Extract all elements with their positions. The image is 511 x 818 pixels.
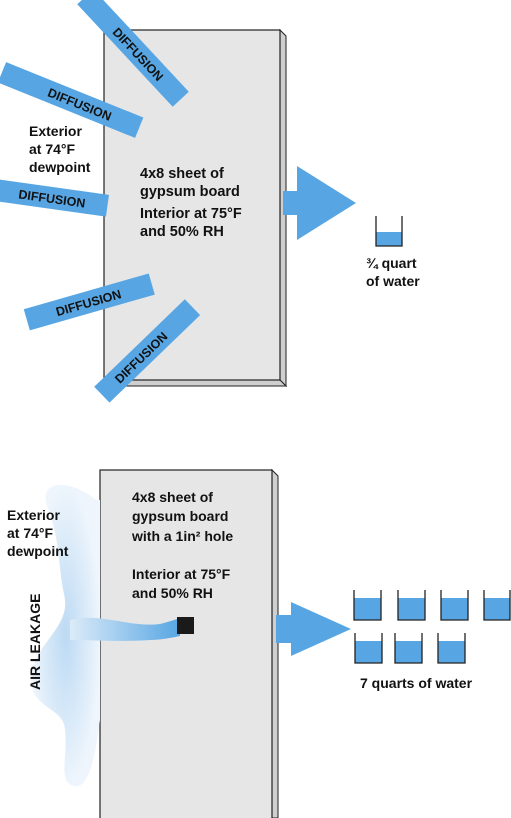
top-exterior-label: Exterior at 74°F dewpoint [29,123,91,175]
water-cup [397,590,426,621]
bottom-gypsum-panel [99,468,279,818]
svg-text:and 50% RH: and 50% RH [132,585,213,601]
diffusion-arrow: DIFFUSION [0,177,109,217]
svg-text:and 50% RH: and 50% RH [140,224,224,240]
water-cup [354,633,383,664]
bottom-output-arrow [276,602,351,656]
svg-text:with a 1in² hole: with a 1in² hole [131,528,233,544]
svg-text:Exterior: Exterior [7,507,60,523]
air-leakage-label: AIR LEAKAGE [27,594,43,690]
top-water-cup [375,216,403,247]
svg-text:Exterior: Exterior [29,123,82,139]
svg-text:¾ quart: ¾ quart [366,255,417,271]
svg-text:at 74°F: at 74°F [7,525,54,541]
svg-text:gypsum board: gypsum board [140,184,240,200]
top-water-label: ¾ quart of water [366,255,420,289]
svg-text:of water: of water [366,273,420,289]
top-output-arrow [283,166,356,240]
water-cup [440,590,469,621]
svg-text:Interior at 75°F: Interior at 75°F [132,566,231,582]
svg-text:at 74°F: at 74°F [29,141,76,157]
bottom-panel-text: 4x8 sheet of gypsum board with a 1in² ho… [131,489,233,601]
bottom-water-label: 7 quarts of water [360,675,473,691]
svg-text:dewpoint: dewpoint [29,159,91,175]
water-cup [483,590,511,621]
top-panel-text: 4x8 sheet of gypsum board Interior at 75… [140,166,242,240]
svg-text:4x8 sheet of: 4x8 sheet of [140,166,224,182]
bottom-exterior-label: Exterior at 74°F dewpoint [7,507,69,559]
svg-text:gypsum board: gypsum board [132,508,228,524]
water-cup [437,633,466,664]
water-cup [353,590,382,621]
svg-text:4x8 sheet of: 4x8 sheet of [132,489,213,505]
hole-marker [177,617,194,634]
svg-text:Interior at 75°F: Interior at 75°F [140,206,242,222]
water-cup [394,633,423,664]
air-leakage-cloud [31,485,180,787]
svg-text:dewpoint: dewpoint [7,543,69,559]
